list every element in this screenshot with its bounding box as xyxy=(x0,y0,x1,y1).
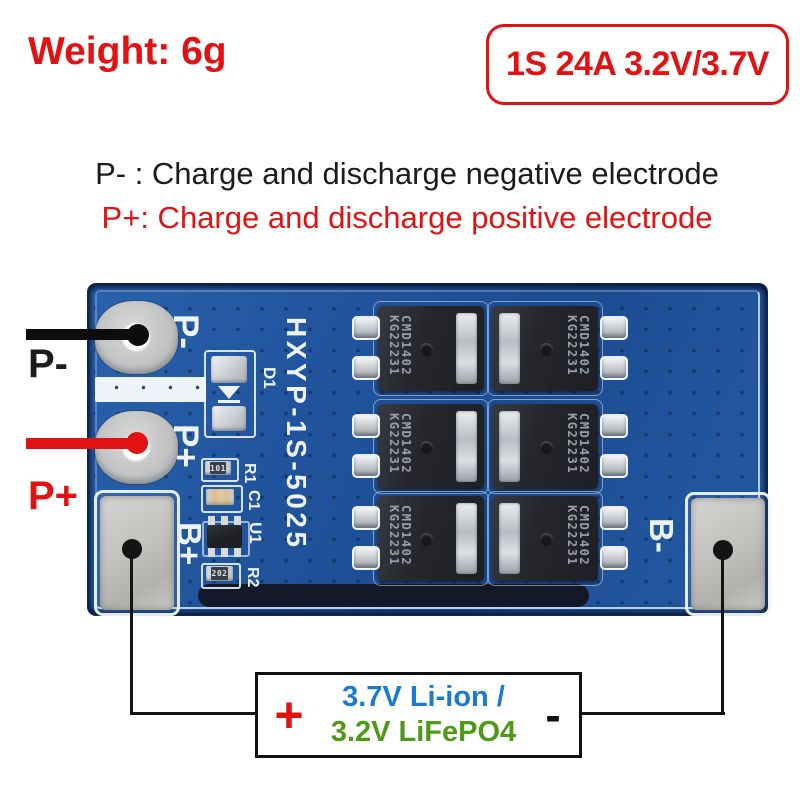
silk-ref-d1: D1 xyxy=(260,367,279,389)
mosfet-tab xyxy=(499,411,520,482)
mosfet-dimple xyxy=(420,441,433,454)
mosfet-dimple xyxy=(540,533,553,546)
spec-badge: 1S 24A 3.2V/3.7V xyxy=(486,24,789,105)
mosfet-part-number: CMD1402 xyxy=(577,413,591,475)
mosfet-lead xyxy=(352,414,380,438)
mosfet-lot-code: KG22231 xyxy=(565,505,579,567)
diode-symbol-icon xyxy=(218,386,240,399)
silk-ref-r2: R2 xyxy=(244,567,261,588)
ic-u1 xyxy=(207,525,242,548)
weight-label: Weight: 6g xyxy=(28,30,227,73)
diode-d1-pad-top xyxy=(211,356,247,383)
capacitor-c1-outline xyxy=(201,485,243,513)
mosfet-lead xyxy=(600,506,628,530)
mosfet-tab xyxy=(499,313,520,384)
resistor-r2: 202 xyxy=(206,566,233,581)
resistor-r2-mark: 202 xyxy=(211,567,228,580)
mosfet-lead xyxy=(352,546,380,570)
mosfet-tab xyxy=(456,411,477,482)
mosfet-lead xyxy=(352,316,380,340)
b-minus-wire-vertical xyxy=(721,550,724,715)
silk-ref-r1: R1 xyxy=(241,463,258,484)
mosfet-lead xyxy=(600,356,628,380)
mosfet-lead xyxy=(600,414,628,438)
mosfet-tab xyxy=(456,503,477,574)
wire-label-p-minus: P- xyxy=(28,342,68,386)
board-shadow-strip xyxy=(198,584,589,607)
battery-chemistry: 3.7V Li-ion / 3.2V LiFePO4 xyxy=(320,680,527,750)
mosfet-lead xyxy=(352,356,380,380)
mosfet-dimple xyxy=(420,343,433,356)
battery-chemistry-lifepo4: 3.2V LiFePO4 xyxy=(330,716,517,748)
negative-wire xyxy=(26,329,138,340)
mosfet-dimple xyxy=(540,343,553,356)
resistor-r1-mark: 101 xyxy=(210,462,226,474)
mosfet-lead xyxy=(352,506,380,530)
resistor-r2-outline xyxy=(201,563,241,589)
mosfet-lot-code: KG22231 xyxy=(387,505,401,567)
mosfet-lot-code: KG22231 xyxy=(387,413,401,475)
positive-wire-dot xyxy=(126,432,148,454)
resistor-r1: 101 xyxy=(205,461,231,475)
b-plus-wire-vertical xyxy=(130,549,133,715)
mosfet-dimple xyxy=(420,533,433,546)
silk-model-number: HXYP-1S-5025 xyxy=(281,317,312,551)
mosfet-lot-code: KG22231 xyxy=(387,315,401,377)
mosfet-part-number: CMD1402 xyxy=(399,505,413,567)
capacitor-c1 xyxy=(206,489,234,505)
positive-wire xyxy=(26,438,138,449)
mosfet-tab xyxy=(456,313,477,384)
ic-u1-leads-top xyxy=(208,516,241,525)
mosfet-part-number: CMD1402 xyxy=(577,315,591,377)
mosfet-dimple xyxy=(540,441,553,454)
spec-badge-text: 1S 24A 3.2V/3.7V xyxy=(506,45,769,83)
mosfet-lead xyxy=(352,454,380,478)
silk-ref-u1: U1 xyxy=(246,522,265,544)
b-plus-wire-horizontal xyxy=(130,712,257,715)
diode-d1-outline xyxy=(204,350,256,438)
wire-label-p-plus: P+ xyxy=(28,474,79,518)
battery-plus-symbol: + xyxy=(274,687,304,743)
battery-chemistry-liion: 3.7V Li-ion / xyxy=(342,681,505,713)
silk-label-p-plus: P+ xyxy=(166,424,205,468)
mosfet-lead xyxy=(600,454,628,478)
resistor-r1-outline xyxy=(201,458,239,482)
note-negative-electrode: P- : Charge and discharge negative elect… xyxy=(95,156,719,191)
note-positive-electrode: P+: Charge and discharge positive electr… xyxy=(101,200,713,235)
mosfet-tab xyxy=(499,503,520,574)
silkscreen-bar xyxy=(95,377,206,402)
mosfet-lot-code: KG22231 xyxy=(565,413,579,475)
silk-label-b-minus: B- xyxy=(643,518,680,553)
diode-d1-pad-bottom xyxy=(212,406,246,431)
pad-b-minus xyxy=(685,492,771,616)
silk-label-p-minus: P- xyxy=(166,314,205,349)
mosfet-part-number: CMD1402 xyxy=(399,413,413,475)
ic-u1-leads-bottom xyxy=(208,548,241,557)
battery-minus-symbol: - xyxy=(545,689,561,741)
diode-cathode-bar-icon xyxy=(218,400,240,403)
pcb-board: P- P+ HXYP-1S-5025 B+ B- D1 101 R1 C1 xyxy=(88,284,771,616)
mosfet-part-number: CMD1402 xyxy=(577,505,591,567)
mosfet-lot-code: KG22231 xyxy=(565,315,579,377)
battery-box: + 3.7V Li-ion / 3.2V LiFePO4 - xyxy=(255,672,582,758)
mosfet-lead xyxy=(600,316,628,340)
mosfet-lead xyxy=(600,546,628,570)
silk-ref-c1: C1 xyxy=(245,490,262,511)
mosfet-part-number: CMD1402 xyxy=(399,315,413,377)
negative-wire-dot xyxy=(127,324,149,346)
b-minus-wire-horizontal xyxy=(578,712,725,715)
